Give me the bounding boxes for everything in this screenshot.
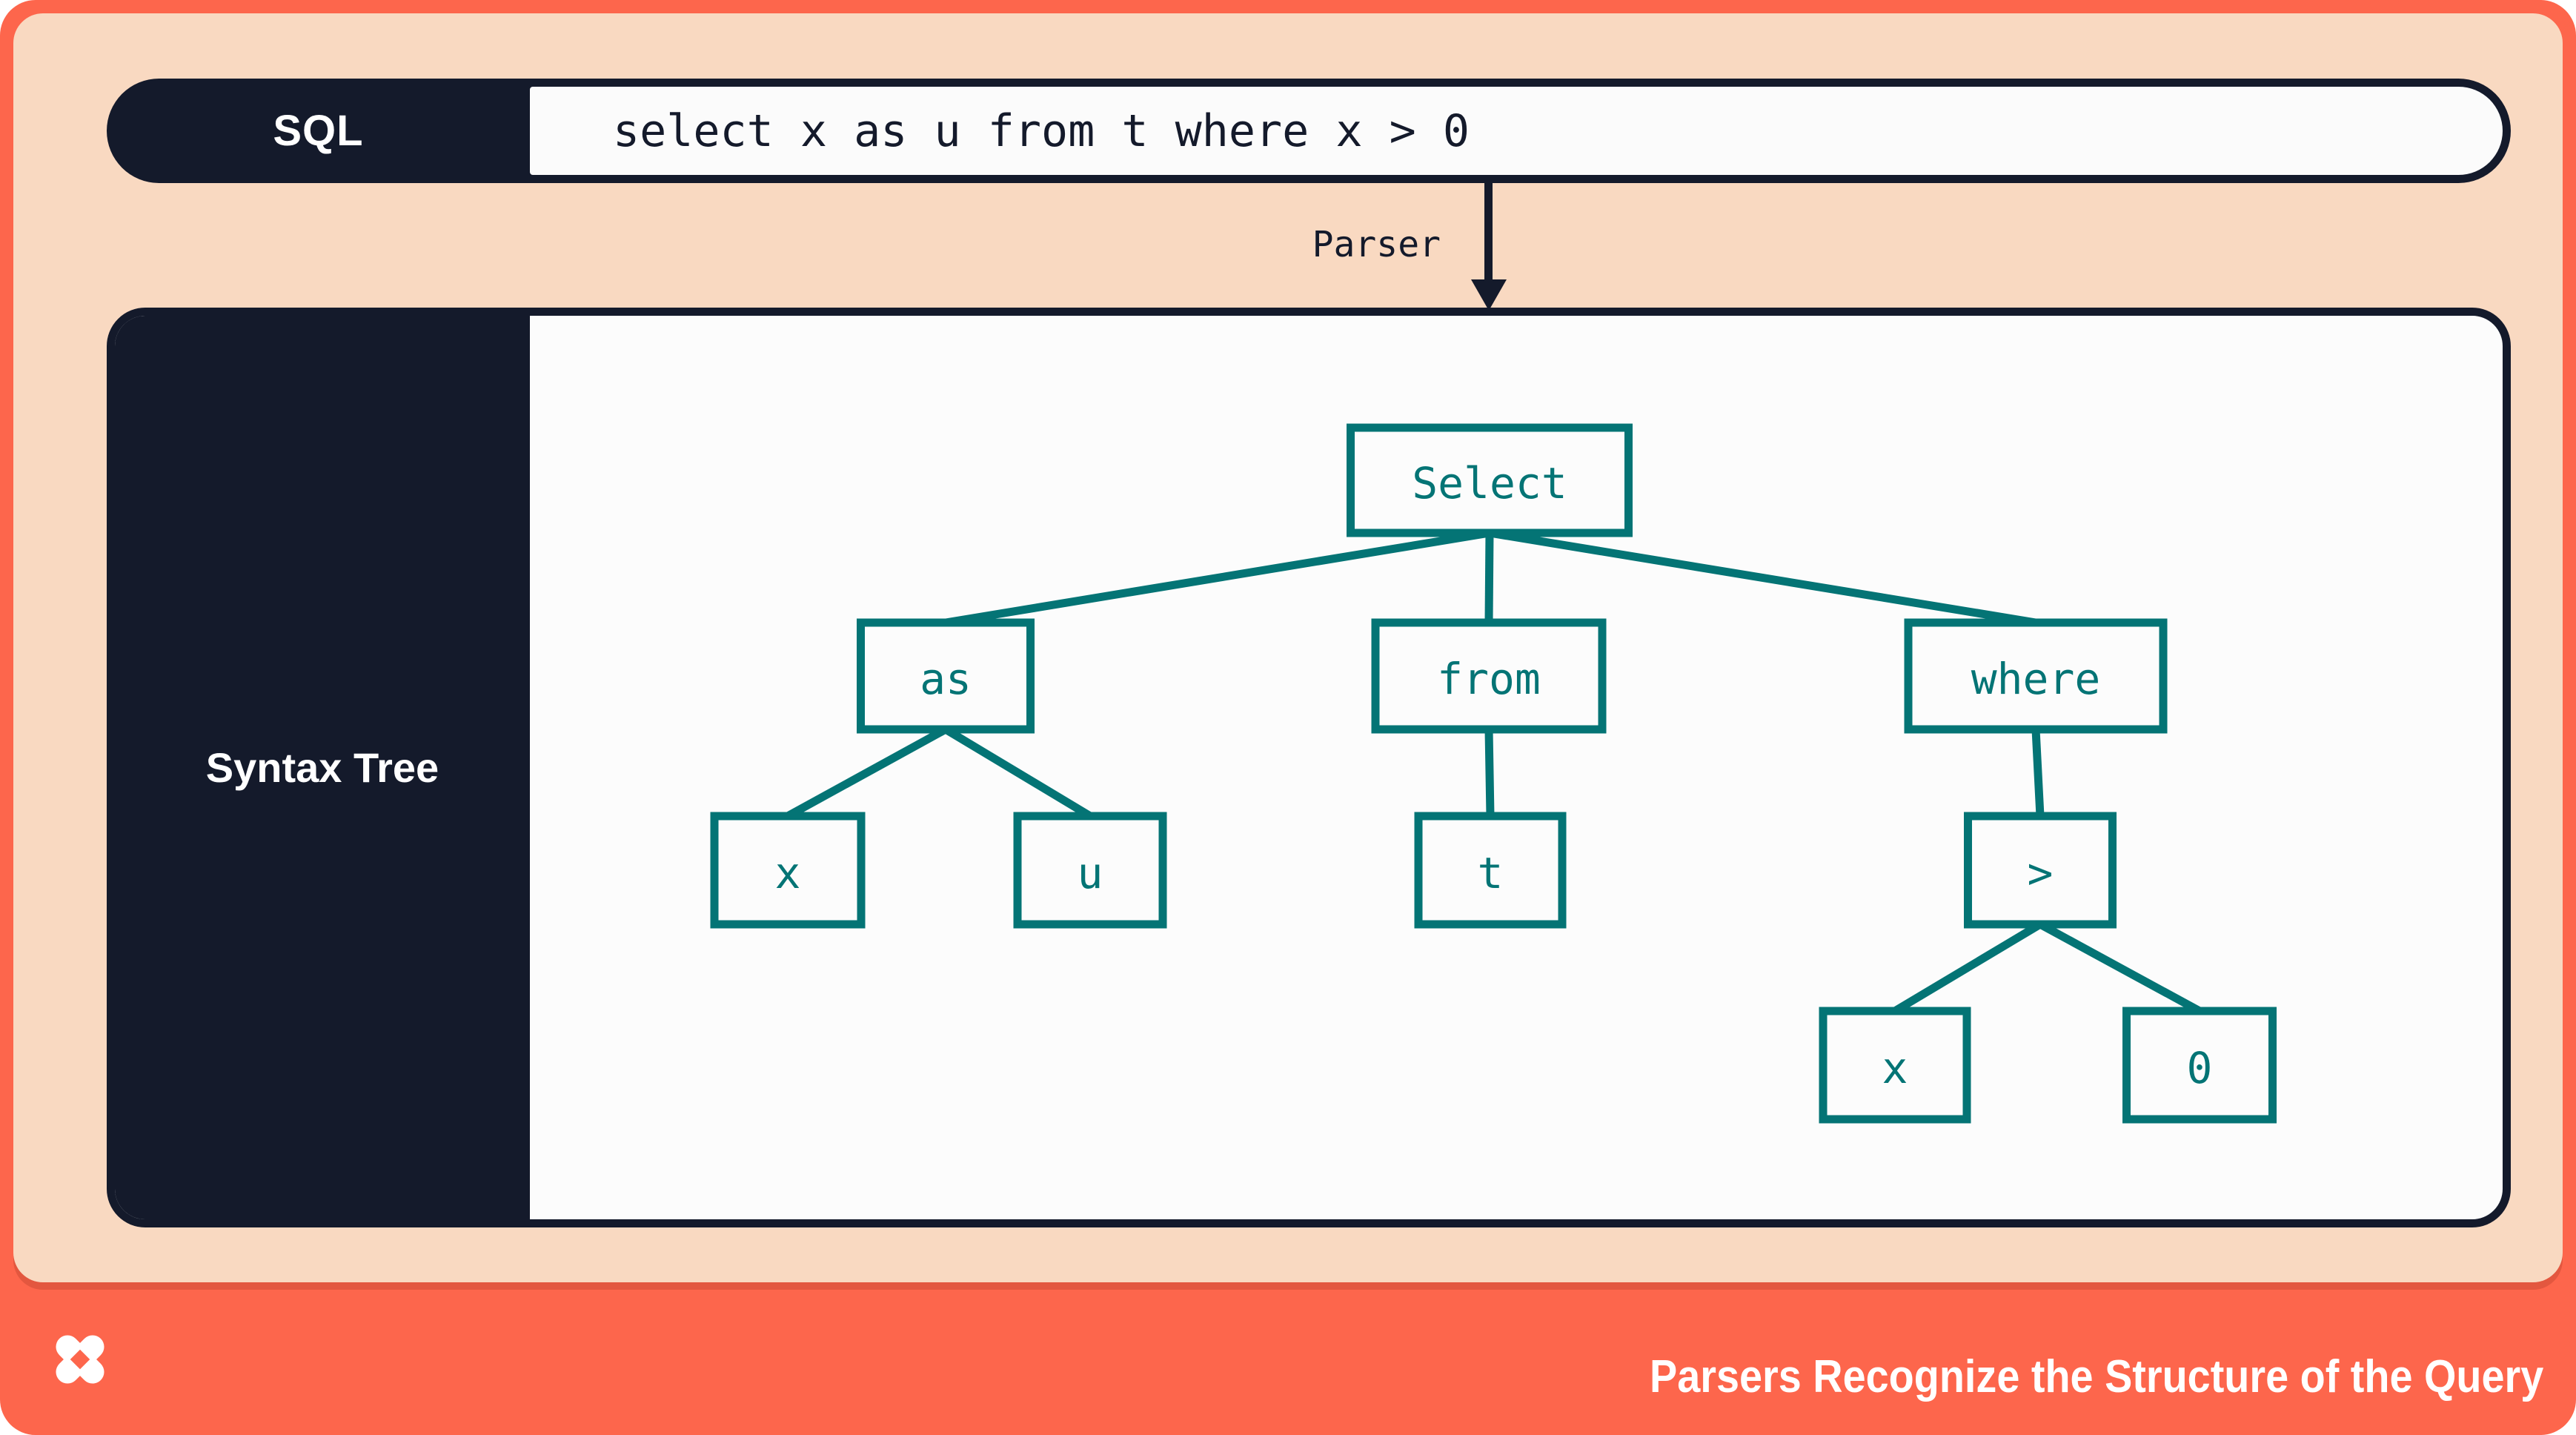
tree-node-where	[1904, 618, 2168, 734]
tree-node-gt	[1964, 812, 2117, 929]
tree-node-label-as: as	[920, 654, 972, 704]
tree-node-select	[1347, 423, 1633, 537]
sql-bar: SQL select x as u from t where x > 0	[107, 79, 2511, 183]
tree-node-x2	[1819, 1007, 1971, 1124]
sql-query-text: select x as u from t where x > 0	[613, 105, 1470, 157]
tree-node-label-x2: x	[1882, 1043, 1908, 1093]
syntax-tree-label: Syntax Tree	[205, 744, 439, 791]
tree-edge-as-x1	[786, 726, 948, 820]
tree-node-x1	[710, 812, 866, 929]
tree-node-from	[1371, 618, 1607, 734]
tree-node-t	[1414, 812, 1567, 929]
tree-edge-gt-zero	[2038, 921, 2202, 1015]
tree-edge-gt-x2	[1893, 921, 2042, 1015]
parser-arrow-line	[1484, 183, 1493, 281]
parser-arrow-head-icon	[1471, 279, 1507, 311]
syntax-tree-box: Select as from where x u t > x 0 Syntax Tree	[107, 308, 2511, 1227]
tree-node-label-x1: x	[775, 848, 801, 898]
tree-node-label-select: Select	[1412, 458, 1567, 508]
tree-node-as	[857, 618, 1035, 734]
tree-node-label-t: t	[1478, 848, 1504, 898]
slide-title: Parsers Recognize the Structure of the Q…	[1649, 1351, 2543, 1402]
parser-label: Parser	[1312, 224, 1441, 265]
syntax-tree-diagram: Select as from where x u t > x 0	[710, 423, 2277, 1124]
dolt-logo-icon	[56, 1335, 104, 1384]
sql-code-area: select x as u from t where x > 0	[530, 87, 2503, 175]
tree-edge-select-from	[1484, 532, 1494, 623]
tree-edge-where-gt	[2031, 729, 2045, 817]
tree-edge-from-t	[1484, 729, 1495, 817]
tree-node-label-gt: >	[2028, 848, 2054, 898]
tree-edge-select-where	[1489, 528, 2036, 627]
tree-node-label-u: u	[1078, 848, 1103, 898]
sql-bar-label: SQL	[273, 107, 364, 155]
tree-node-label-from: from	[1437, 654, 1541, 704]
tree-node-zero	[2122, 1007, 2277, 1124]
syntax-tree-side-panel: Syntax Tree	[115, 316, 530, 1219]
tree-edge-select-as	[945, 528, 1490, 627]
tree-edge-as-u	[943, 726, 1092, 820]
tree-node-label-zero: 0	[2187, 1043, 2213, 1093]
tree-node-label-where: where	[1971, 654, 2101, 704]
tree-node-u	[1013, 812, 1167, 929]
